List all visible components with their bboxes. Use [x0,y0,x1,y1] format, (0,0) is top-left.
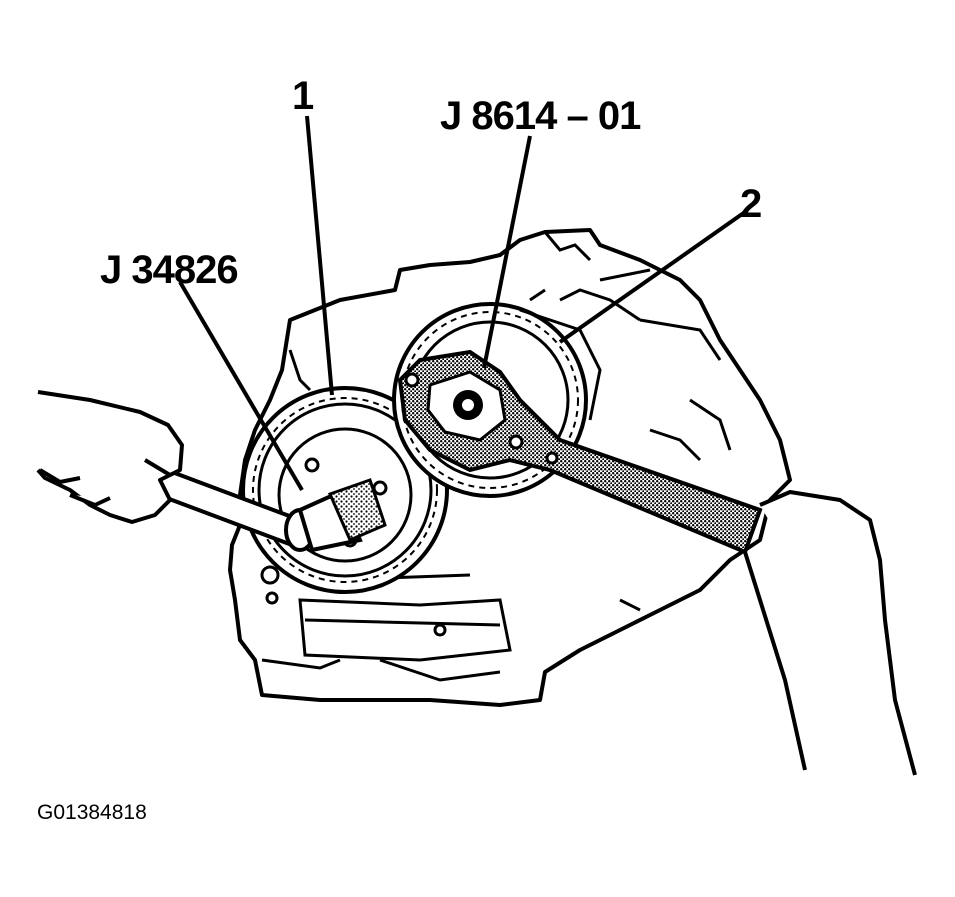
leader-item-1 [305,115,334,396]
leader-tool-j8614 [482,135,532,369]
holding-wrench [397,349,763,555]
callout-tool-j34826: J 34826 [100,248,239,292]
right-hand [743,490,917,776]
callout-item-1: 1 [292,74,314,118]
left-hand [36,390,184,524]
callout-item-2: 2 [740,182,762,226]
figure-id: G01384818 [37,801,147,824]
callout-tool-j8614: J 8614 – 01 [440,94,641,138]
leader-lines [178,115,747,492]
leader-item-2 [558,210,747,344]
leader-tool-j34826 [178,280,304,492]
